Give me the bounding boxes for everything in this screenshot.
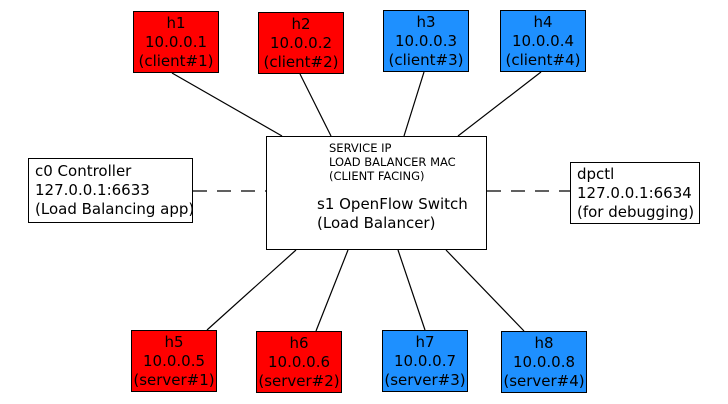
host-role: (client#1) [138,51,214,70]
host-role: (server#4) [503,371,585,390]
client-facing-label: (CLIENT FACING) [329,169,425,183]
controller-name: c0 Controller [35,162,132,180]
link-h1-s1 [171,72,283,137]
host-ip: 10.0.0.4 [511,31,575,50]
host-name: h8 [534,333,554,352]
host-role: (client#2) [263,52,339,71]
switch-subtitle: (Load Balancer) [317,214,436,232]
host-h7: h7 10.0.0.7 (server#3) [382,330,468,392]
dpctl-address: 127.0.0.1:6634 [577,183,692,202]
host-ip: 10.0.0.8 [512,352,576,371]
host-h6: h6 10.0.0.6 (server#2) [256,331,342,393]
switch-title: s1 OpenFlow Switch [317,195,468,213]
host-ip: 10.0.0.7 [393,351,457,370]
host-role: (server#1) [133,370,215,389]
host-h8: h8 10.0.0.8 (server#4) [501,331,587,393]
host-h4: h4 10.0.0.4 (client#4) [500,10,586,72]
host-name: h6 [289,333,309,352]
host-name: h3 [416,12,436,31]
host-h1: h1 10.0.0.1 (client#1) [133,11,219,73]
lb-mac-label: LOAD BALANCER MAC [329,155,456,169]
link-h3-s1 [403,71,425,137]
dpctl-name: dpctl [577,164,615,183]
host-h3: h3 10.0.0.3 (client#3) [383,10,469,72]
host-ip: 10.0.0.3 [394,31,458,50]
switch-s1: SERVICE IP LOAD BALANCER MAC (CLIENT FAC… [266,136,487,250]
dpctl-purpose: (for debugging) [577,202,695,221]
link-h8-s1 [445,249,525,332]
host-role: (server#2) [258,371,340,390]
host-role: (client#3) [388,50,464,69]
host-role: (server#3) [384,370,466,389]
host-h5: h5 10.0.0.5 (server#1) [131,330,217,392]
host-role: (client#4) [505,50,581,69]
controller-box: c0 Controller 127.0.0.1:6633 (Load Balan… [28,158,195,223]
host-name: h7 [415,332,435,351]
host-name: h2 [291,14,311,33]
host-ip: 10.0.0.5 [142,351,206,370]
host-name: h5 [164,332,184,351]
service-info: SERVICE IP LOAD BALANCER MAC (CLIENT FAC… [329,141,456,183]
host-ip: 10.0.0.2 [269,33,333,52]
host-ip: 10.0.0.1 [144,32,208,51]
controller-app: (Load Balancing app) [35,200,195,218]
link-h2-s1 [299,73,332,137]
link-h7-s1 [397,249,426,331]
switch-label: s1 OpenFlow Switch (Load Balancer) [317,195,468,233]
dpctl-box: dpctl 127.0.0.1:6634 (for debugging) [570,162,700,224]
host-ip: 10.0.0.6 [267,352,331,371]
link-h5-s1 [206,249,297,331]
link-h6-s1 [315,249,349,332]
service-ip-label: SERVICE IP [329,141,392,155]
link-h4-s1 [457,71,542,137]
host-name: h1 [166,13,186,32]
host-name: h4 [533,12,553,31]
host-h2: h2 10.0.0.2 (client#2) [258,12,344,74]
controller-address: 127.0.0.1:6633 [35,181,150,199]
